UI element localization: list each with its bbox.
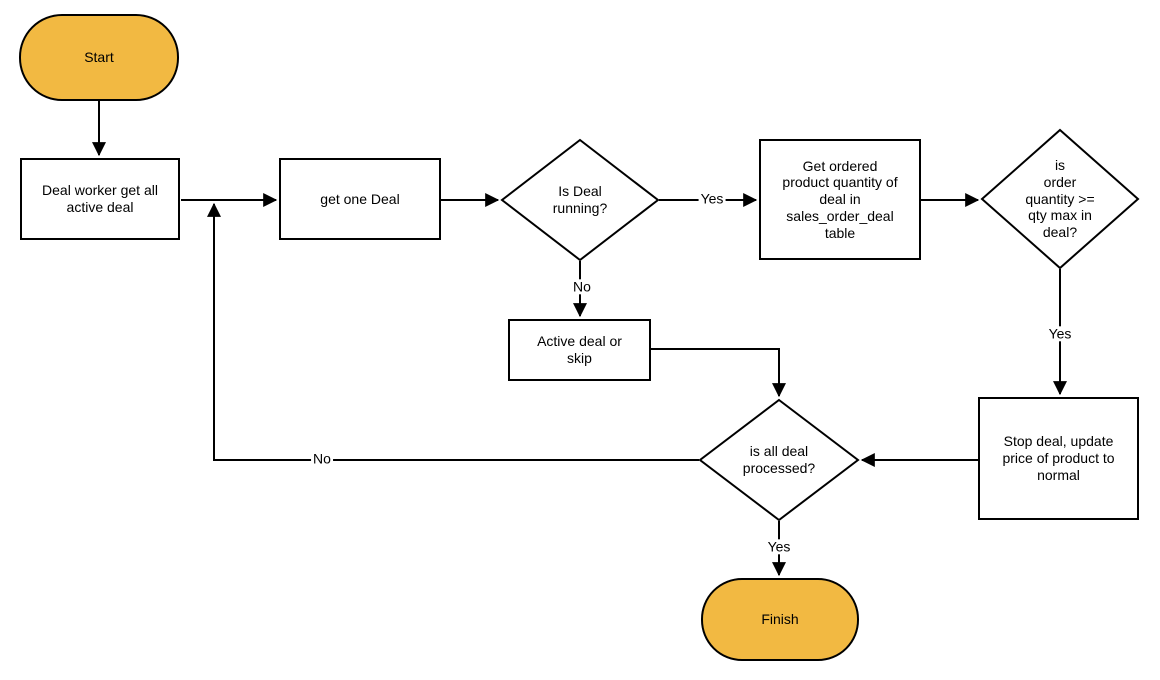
active-or-skip-node[interactable]: [508, 319, 651, 381]
is-deal-running-decision[interactable]: [500, 138, 660, 262]
start-node[interactable]: [19, 14, 179, 101]
node-shapes: [19, 14, 1140, 661]
edge-active-skip-to-all-processed: [651, 348, 786, 398]
finish-node[interactable]: [701, 578, 859, 661]
all-processed-decision[interactable]: [698, 398, 860, 522]
edge-all-processed-no-loop: [207, 202, 699, 461]
get-ordered-qty-node[interactable]: [759, 139, 921, 260]
is-qty-max-decision[interactable]: [980, 128, 1140, 270]
get-one-deal-node[interactable]: [279, 158, 441, 240]
stop-deal-node[interactable]: [978, 397, 1139, 520]
get-all-deals-node[interactable]: [20, 158, 180, 240]
